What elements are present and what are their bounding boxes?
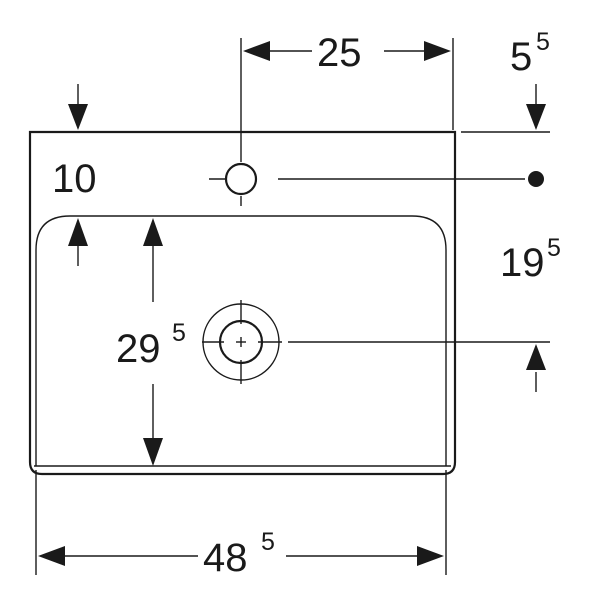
dimension-right-height-arrow: [526, 344, 546, 370]
label-top-width: 25: [317, 31, 362, 75]
label-right-offset: 5: [510, 35, 532, 79]
dimension-overall-width: [35, 470, 447, 575]
dimension-bowl-depth: [143, 218, 163, 466]
label-overall-width: 48: [203, 536, 248, 580]
label-right-offset-sup: 5: [536, 28, 550, 56]
basin-outline: [28, 130, 457, 476]
label-overall-width-sup: 5: [261, 528, 275, 556]
label-bowl-depth: 29: [116, 327, 161, 371]
drain: [202, 300, 282, 384]
label-right-height: 19: [500, 241, 545, 285]
inner-bowl-outline: [35, 215, 447, 466]
label-left-offset: 10: [52, 157, 97, 201]
dimension-left-offset: [68, 84, 88, 266]
dimension-top-width: [240, 38, 454, 150]
dimension-right-offset: [461, 84, 550, 133]
tap-hole: [209, 150, 525, 206]
label-right-height-sup: 5: [547, 234, 561, 262]
label-bowl-depth-sup: 5: [172, 319, 186, 347]
reference-dot: [528, 171, 544, 187]
